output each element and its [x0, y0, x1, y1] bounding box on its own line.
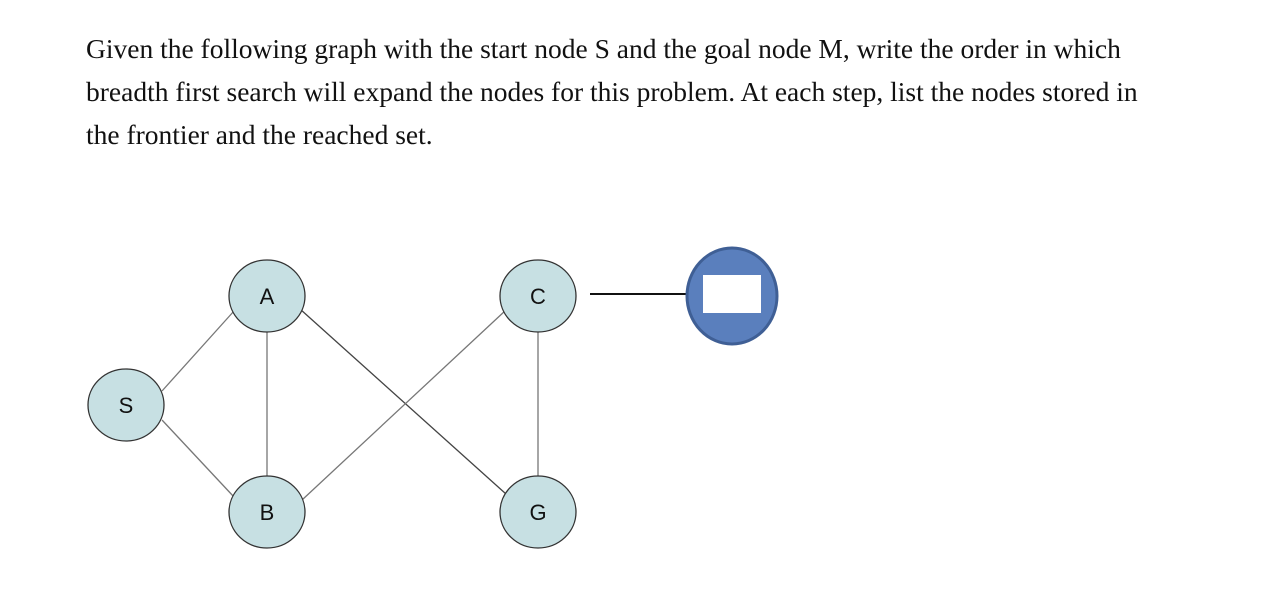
node-c-label: C: [530, 284, 546, 309]
node-c: C: [499, 259, 577, 333]
node-s-label: S: [119, 393, 134, 418]
question-text: Given the following graph with the start…: [86, 27, 1246, 156]
graph-edges: [161, 293, 688, 501]
question-line-3: the frontier and the reached set.: [86, 119, 433, 150]
node-a: A: [228, 259, 306, 333]
edge-s-a: [161, 310, 235, 392]
node-m-label-box: [703, 275, 761, 313]
node-b: B: [228, 475, 306, 549]
node-b-label: B: [260, 500, 275, 525]
edge-b-c: [301, 309, 507, 501]
edge-a-g: [299, 308, 507, 495]
question-line-2: breadth first search will expand the nod…: [86, 76, 1138, 107]
node-g: G: [499, 475, 577, 549]
node-a-label: A: [260, 284, 275, 309]
edge-s-b: [161, 419, 235, 498]
node-g-label: G: [529, 500, 546, 525]
node-m: [685, 246, 779, 346]
node-s: S: [87, 368, 165, 442]
question-line-1: Given the following graph with the start…: [86, 33, 1121, 64]
